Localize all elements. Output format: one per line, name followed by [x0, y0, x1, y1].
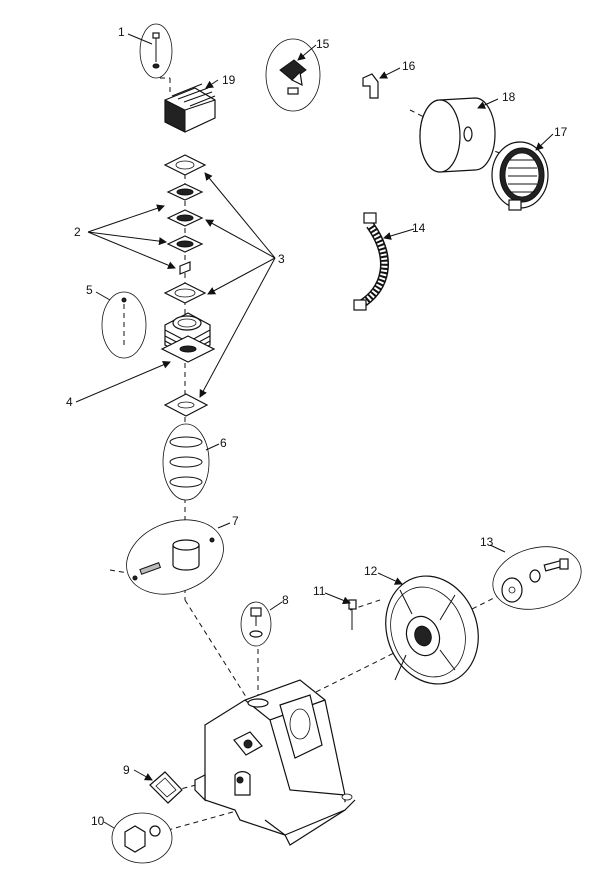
callout-8: 8	[282, 593, 289, 607]
callout-18: 18	[502, 90, 516, 104]
cylinder-base-gasket	[163, 393, 209, 417]
callout-17: 17	[554, 125, 568, 139]
callout-12: 12	[364, 564, 378, 578]
callout-5: 5	[86, 283, 93, 297]
part-18-filter-element	[419, 97, 496, 173]
part-15-tee-fitting	[265, 38, 321, 112]
callout-14: 14	[412, 221, 426, 235]
part-10-drain-plug	[111, 812, 173, 864]
part-4-cylinder	[160, 312, 216, 363]
part-11-fitting	[348, 599, 357, 630]
part-13-pulley-bolt	[492, 546, 582, 610]
part-9-side-cover	[149, 771, 183, 804]
leader-lines	[75, 33, 554, 829]
callout-15: 15	[316, 37, 330, 51]
callout-10: 10	[91, 814, 105, 828]
part-17-filter-housing	[491, 141, 549, 211]
callout-6: 6	[220, 436, 227, 450]
callout-19: 19	[222, 73, 236, 87]
part-7-piston-assembly	[126, 519, 224, 595]
callout-7: 7	[232, 514, 239, 528]
part-12-flywheel-pulley	[385, 575, 479, 685]
callout-labels: 1 2 3 4 5 6 7 8 9 10 11 12 13 14 15 16 1…	[66, 25, 568, 828]
part-19-cylinder-head	[164, 83, 216, 133]
callout-3: 3	[278, 252, 285, 266]
part-8-oil-plug	[240, 601, 272, 647]
part-1-head-bolt	[139, 23, 173, 79]
callout-16: 16	[402, 59, 416, 73]
part-14-outlet-tube	[353, 212, 389, 311]
valve-plate-stack	[163, 154, 207, 304]
part-16-elbow-fitting	[362, 73, 379, 99]
part-5-stud-oval	[101, 291, 147, 359]
part-6-piston-rings	[162, 423, 210, 501]
callout-4: 4	[66, 395, 73, 409]
callout-13: 13	[480, 535, 494, 549]
callout-9: 9	[123, 763, 130, 777]
callout-2: 2	[74, 225, 81, 239]
callout-11: 11	[313, 584, 326, 598]
callout-1: 1	[118, 25, 125, 39]
crankcase	[194, 679, 356, 846]
